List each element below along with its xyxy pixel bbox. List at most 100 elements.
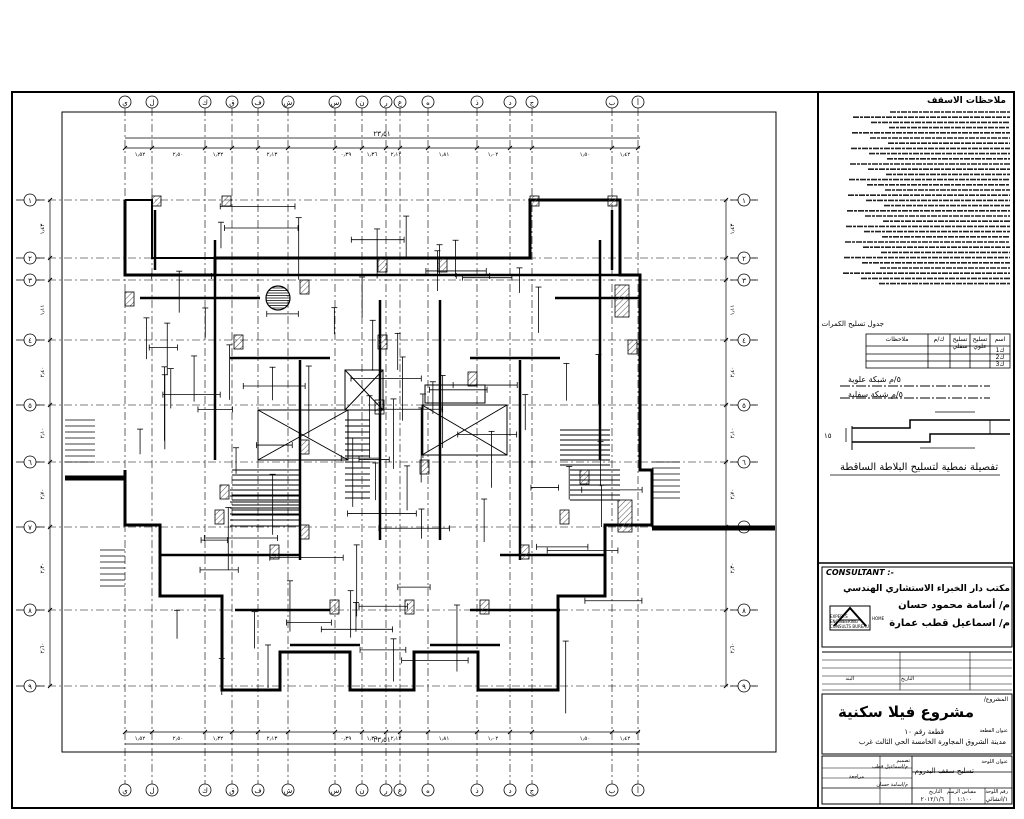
grid-col-label: ف — [254, 99, 261, 107]
grid-col-label: ر — [383, 99, 387, 107]
dim-tick — [529, 145, 535, 151]
grid-row-label: ٥ — [28, 402, 32, 410]
grid-bubble-col — [355, 783, 369, 797]
dim-label: ١٫٨١ — [439, 736, 450, 742]
title-block-lines — [818, 562, 1014, 805]
grid-col-label: ن — [359, 787, 364, 795]
grid-bubble-col — [379, 783, 393, 797]
logo-home-text: HOME — [872, 616, 885, 621]
outside-steps — [65, 419, 680, 587]
checker-label: مراجعة — [848, 774, 864, 780]
column — [269, 544, 280, 560]
dim-tick — [383, 729, 389, 735]
designer-label: تصميم — [896, 758, 910, 764]
side-dim-tick — [47, 197, 53, 203]
grid-col-label: س — [331, 787, 340, 795]
sheet-number-label: رقم اللوحة — [985, 789, 1008, 795]
grid-bubble-col — [281, 95, 295, 109]
side-dim-label: ٢٫٣٠ — [40, 563, 46, 574]
slab-detail-drawing — [830, 385, 1010, 476]
dim-label: ٢٫٥٠ — [173, 152, 184, 158]
column — [299, 524, 310, 540]
dim-label: ١٫٤٢ — [620, 736, 631, 742]
grid-bubble-row — [23, 251, 37, 265]
side-dim-tick — [723, 337, 729, 343]
side-dim-label: ٢٫١٠ — [730, 428, 736, 439]
grid-bubble-row — [737, 273, 751, 287]
grid-bubble-row — [23, 273, 37, 287]
plot-number: قطعة رقم ١٠ — [904, 728, 944, 736]
column — [607, 195, 618, 207]
grid-bubble-row — [23, 603, 37, 617]
dim-tick — [609, 729, 615, 735]
grid-bubble-row — [737, 398, 751, 412]
project-name: مشروع فيلا سكنية — [837, 703, 974, 721]
grid-row-label: ٣ — [28, 277, 32, 285]
dim-label: ٢٫٥٠ — [173, 736, 184, 742]
side-dim-label: ٢٫٤٠ — [730, 367, 736, 378]
notes-text-lines — [843, 111, 1010, 285]
stair-voids — [257, 369, 508, 461]
dim-tick — [425, 145, 431, 151]
grid-bubble-col — [225, 783, 239, 797]
rebar-annotations — [137, 203, 643, 714]
dim-label: ١٫٥٢ — [135, 736, 146, 742]
beam-table-grid — [865, 333, 1011, 369]
dim-tick — [359, 145, 365, 151]
grid-bubble-row — [737, 679, 751, 693]
grid-row-label: ١ — [28, 197, 32, 205]
column — [151, 195, 162, 207]
dim-tick — [507, 145, 513, 151]
grid-row-label: ٩ — [742, 683, 746, 691]
dim-tick — [529, 729, 535, 735]
side-dim-tick — [723, 683, 729, 689]
grid-row-label: ٩ — [28, 683, 32, 691]
grid-bubble-row — [23, 455, 37, 469]
beam-table-header-km: ك/م — [933, 336, 945, 343]
side-dim-tick — [47, 524, 53, 530]
dim-label: ١٫٨١ — [439, 152, 450, 158]
dim-label: ٠٫٣٩ — [341, 736, 352, 742]
dim-label: ١٫٥٢ — [135, 152, 146, 158]
dim-tick — [122, 145, 128, 151]
side-dim-label: ١٫٤٣ — [730, 224, 736, 235]
dim-tick — [149, 729, 155, 735]
grid-bubble-row — [737, 251, 751, 265]
side-dim-tick — [723, 402, 729, 408]
beam-table-header-name: اسم — [994, 336, 1006, 343]
building-outline — [65, 198, 775, 692]
column — [214, 509, 225, 525]
dim-tick — [609, 145, 615, 151]
dim-tick — [285, 729, 291, 735]
side-dim-tick — [723, 197, 729, 203]
revision-item-label: البند — [845, 676, 854, 682]
column — [233, 334, 244, 350]
grid-col-label: ج — [530, 787, 535, 795]
column — [627, 339, 638, 355]
dim-tick — [397, 729, 403, 735]
column — [329, 599, 340, 615]
grid-bubble-row — [23, 520, 37, 534]
dim-tick — [383, 145, 389, 151]
grid-col-label: س — [331, 99, 340, 107]
grid-row-label: ٦ — [28, 459, 32, 467]
title-block-panel: ملاحظات الاسقف جدول تسليح الكمرات ملاحظا… — [818, 92, 1014, 808]
column — [299, 439, 310, 455]
consultant-label: CONSULTANT :- — [826, 568, 894, 577]
consultant-engineer-2: م/ اسماعيل قطب عمارة — [889, 618, 1010, 629]
grid-bubble-col — [393, 783, 407, 797]
beam-table-row-3-name: ك3 — [995, 361, 1005, 368]
grid-bubble-col — [525, 783, 539, 797]
lower-mesh-label: ٥/م شبكة سفلية — [848, 390, 903, 399]
side-dim-tick — [723, 607, 729, 613]
dim-label: ١٫٣٢ — [213, 736, 224, 742]
slab-depth-dim: ١٥ — [824, 432, 832, 440]
dim-tick — [229, 145, 235, 151]
grid-bubble-col — [145, 783, 159, 797]
stair-treads — [230, 419, 620, 527]
grid-bubble-row — [23, 398, 37, 412]
dim-tick — [474, 145, 480, 151]
side-dim-tick — [47, 337, 53, 343]
beam-table-header-notes: ملاحظات — [885, 336, 909, 343]
dimension-strings: ٢٣٫٥١٢٣٫٥١١٫٥٢١٫٥٢٢٫٥٠٢٫٥٠١٫٣٢١٫٣٢٢٫١٣٢٫… — [40, 130, 736, 745]
